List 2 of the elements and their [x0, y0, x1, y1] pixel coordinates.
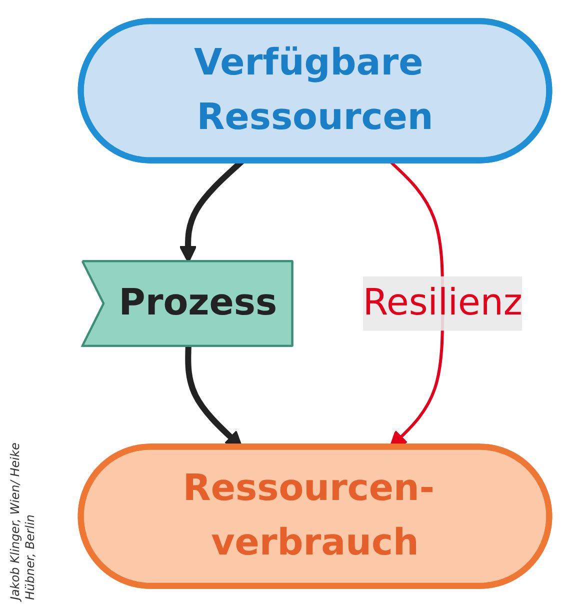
edge-label: Resilienz: [362, 282, 522, 325]
credit-text: Jakob Klinger, Wien/ Heike Hübner, Berlin: [8, 442, 38, 600]
